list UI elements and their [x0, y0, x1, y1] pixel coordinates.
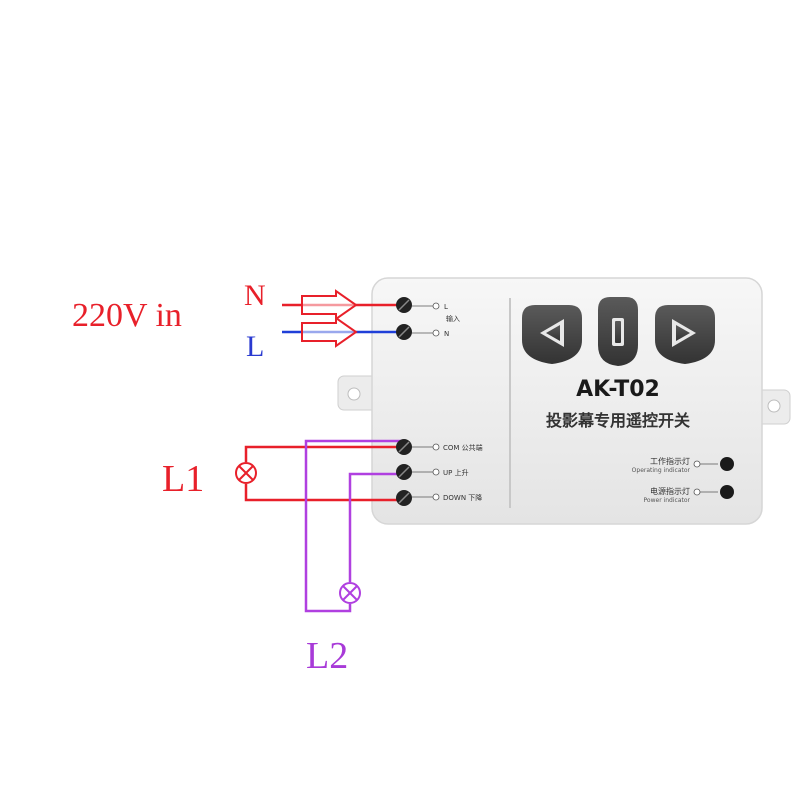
terminal-up-ring [432, 468, 440, 476]
terminal-n-ring [432, 329, 440, 337]
terminal-screw [396, 324, 412, 340]
stop-bar-icon [612, 318, 624, 346]
power-indicator-label-en: Power indicator [644, 497, 691, 504]
operating-indicator-label-en: Operating indicator [632, 467, 691, 474]
power-indicator-ring [693, 488, 701, 496]
lamp-icon [339, 582, 361, 604]
right-button[interactable] [655, 305, 715, 364]
load1-circuit [244, 445, 404, 502]
model-name: AK-T02 [576, 377, 660, 402]
operating-indicator-led [720, 457, 734, 471]
left-button[interactable] [522, 305, 582, 364]
stop-button[interactable] [598, 297, 638, 366]
terminal-down-ring [432, 493, 440, 501]
live-label: L [246, 330, 264, 363]
terminal-n-label: N [444, 330, 449, 338]
supply-label: 220V in [72, 297, 182, 334]
terminal-screw [396, 490, 412, 506]
terminal-screw [396, 464, 412, 480]
load1-label: L1 [162, 458, 204, 500]
terminal-com-label: COM 公共端 [443, 443, 483, 452]
terminal-up-label: UP 上升 [443, 468, 469, 477]
arrow-icon [301, 289, 358, 321]
operating-indicator-label-cn: 工作指示灯 [650, 456, 690, 466]
terminal-down-label: DOWN 下降 [443, 493, 482, 502]
power-indicator-label-cn: 电源指示灯 [650, 486, 690, 496]
terminal-l-label: L [444, 303, 448, 311]
terminal-screw [396, 297, 412, 313]
lamp-icon [235, 462, 257, 484]
load2-label: L2 [306, 635, 348, 677]
terminal-input-label: 输入 [446, 314, 460, 323]
device-subtitle: 投影幕专用遥控开关 [546, 411, 690, 430]
left-triangle-icon [540, 319, 564, 347]
terminal-l-ring [432, 302, 440, 310]
power-indicator-led [720, 485, 734, 499]
terminal-screw [396, 439, 412, 455]
terminal-com-ring [432, 443, 440, 451]
arrow-icon [301, 316, 358, 348]
operating-indicator-ring [693, 460, 701, 468]
right-triangle-icon [672, 319, 696, 347]
neutral-label: N [244, 279, 266, 312]
load2-circuit [304, 439, 404, 613]
